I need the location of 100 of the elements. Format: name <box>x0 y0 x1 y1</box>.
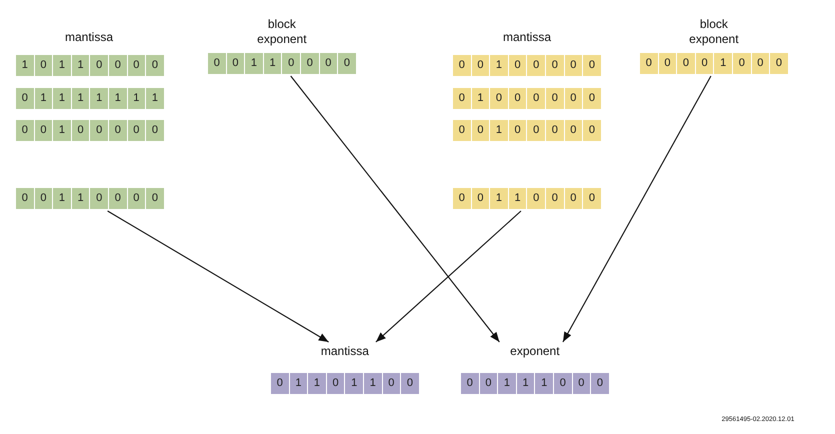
bit-cell: 1 <box>264 53 282 74</box>
bit-cell: 1 <box>53 188 71 209</box>
bit-cell: 1 <box>472 88 490 109</box>
group-heading: mantissa <box>502 30 552 45</box>
bit-cell: 0 <box>527 188 545 209</box>
arrow <box>107 210 329 342</box>
bit-cell: 0 <box>128 120 146 141</box>
bit-cell: 0 <box>640 53 658 74</box>
bit-cell: 0 <box>16 120 34 141</box>
bit-cell: 0 <box>583 55 601 76</box>
bit-cell: 0 <box>583 188 601 209</box>
bit-cell: 0 <box>472 55 490 76</box>
register-heading: block exponent <box>688 17 740 47</box>
bit-cell: 1 <box>308 373 326 394</box>
bit-cell: 0 <box>382 373 400 394</box>
bit-cell: 1 <box>290 373 308 394</box>
bit-cell: 1 <box>364 373 382 394</box>
bit-cell: 1 <box>72 188 90 209</box>
bit-cell: 1 <box>128 88 146 109</box>
bit-cell: 0 <box>326 373 344 394</box>
bit-cell: 0 <box>472 120 490 141</box>
bit-cell: 1 <box>90 88 108 109</box>
bit-cell: 0 <box>490 88 508 109</box>
bit-cell: 0 <box>508 120 526 141</box>
bit-cell: 0 <box>128 55 146 76</box>
bit-cell: 1 <box>490 188 508 209</box>
bit-cell: 0 <box>508 55 526 76</box>
bit-cell: 0 <box>271 373 289 394</box>
bit-cell: 0 <box>453 120 471 141</box>
bit-cell: 0 <box>108 55 127 76</box>
bit-cell: 0 <box>572 373 590 394</box>
bit-cell: 0 <box>546 55 564 76</box>
bit-cell: 1 <box>72 55 90 76</box>
bit-cell: 0 <box>72 120 90 141</box>
bit-cell: 0 <box>461 373 479 394</box>
bit-cell: 0 <box>696 53 714 74</box>
bit-cell: 1 <box>53 88 71 109</box>
bit-cell: 0 <box>34 55 52 76</box>
bit-cell: 0 <box>453 88 471 109</box>
bit-cell: 0 <box>16 188 34 209</box>
bit-cell: 0 <box>282 53 300 74</box>
bit-cell: 1 <box>53 55 71 76</box>
bit-cell: 0 <box>338 53 356 74</box>
bit-cell: 1 <box>490 55 508 76</box>
bit-cell: 1 <box>245 53 263 74</box>
bit-cell: 0 <box>677 53 695 74</box>
bit-cell: 0 <box>401 373 419 394</box>
bit-cell: 0 <box>527 120 545 141</box>
bit-cell: 0 <box>453 188 471 209</box>
bit-cell: 1 <box>516 373 534 394</box>
bit-cell: 0 <box>16 88 34 109</box>
bit-cell: 0 <box>564 55 582 76</box>
bit-cell: 0 <box>591 373 609 394</box>
bit-cell: 1 <box>53 120 71 141</box>
bit-cell: 1 <box>490 120 508 141</box>
bit-cell: 0 <box>583 120 601 141</box>
bit-cell: 0 <box>732 53 751 74</box>
register-heading: exponent <box>509 344 561 359</box>
bit-cell: 0 <box>146 120 164 141</box>
register-heading: block exponent <box>256 17 308 47</box>
bit-cell: 0 <box>564 188 582 209</box>
bit-cell: 0 <box>108 120 127 141</box>
bit-cell: 0 <box>146 188 164 209</box>
bit-cell: 0 <box>564 88 582 109</box>
arrow <box>376 210 522 342</box>
bit-cell: 0 <box>546 120 564 141</box>
bit-cell: 0 <box>320 53 338 74</box>
bit-cell: 0 <box>90 55 108 76</box>
register-heading: mantissa <box>320 344 370 359</box>
bit-cell: 0 <box>527 88 545 109</box>
bit-cell: 1 <box>72 88 90 109</box>
bit-cell: 0 <box>208 53 226 74</box>
bit-cell: 0 <box>453 55 471 76</box>
arrow <box>562 76 712 342</box>
bit-cell: 1 <box>508 188 526 209</box>
bit-cell: 0 <box>226 53 244 74</box>
bit-cell: 0 <box>527 55 545 76</box>
bit-cell: 1 <box>34 88 52 109</box>
bit-cell: 0 <box>564 120 582 141</box>
bit-cell: 0 <box>90 120 108 141</box>
bit-cell: 0 <box>658 53 676 74</box>
bit-cell: 0 <box>34 120 52 141</box>
arrow <box>290 76 500 342</box>
bit-cell: 0 <box>90 188 108 209</box>
bit-cell: 1 <box>345 373 363 394</box>
bit-cell: 0 <box>583 88 601 109</box>
bit-cell: 1 <box>535 373 553 394</box>
bit-cell: 0 <box>472 188 490 209</box>
bit-cell: 1 <box>16 55 34 76</box>
bit-cell: 0 <box>108 188 127 209</box>
bit-cell: 1 <box>108 88 127 109</box>
group-heading: mantissa <box>64 30 114 45</box>
bit-cell: 1 <box>498 373 516 394</box>
bit-cell: 0 <box>34 188 52 209</box>
bit-cell: 0 <box>546 88 564 109</box>
bit-cell: 0 <box>546 188 564 209</box>
bit-cell: 0 <box>128 188 146 209</box>
bit-cell: 1 <box>714 53 732 74</box>
bit-cell: 0 <box>554 373 572 394</box>
bit-cell: 1 <box>146 88 164 109</box>
